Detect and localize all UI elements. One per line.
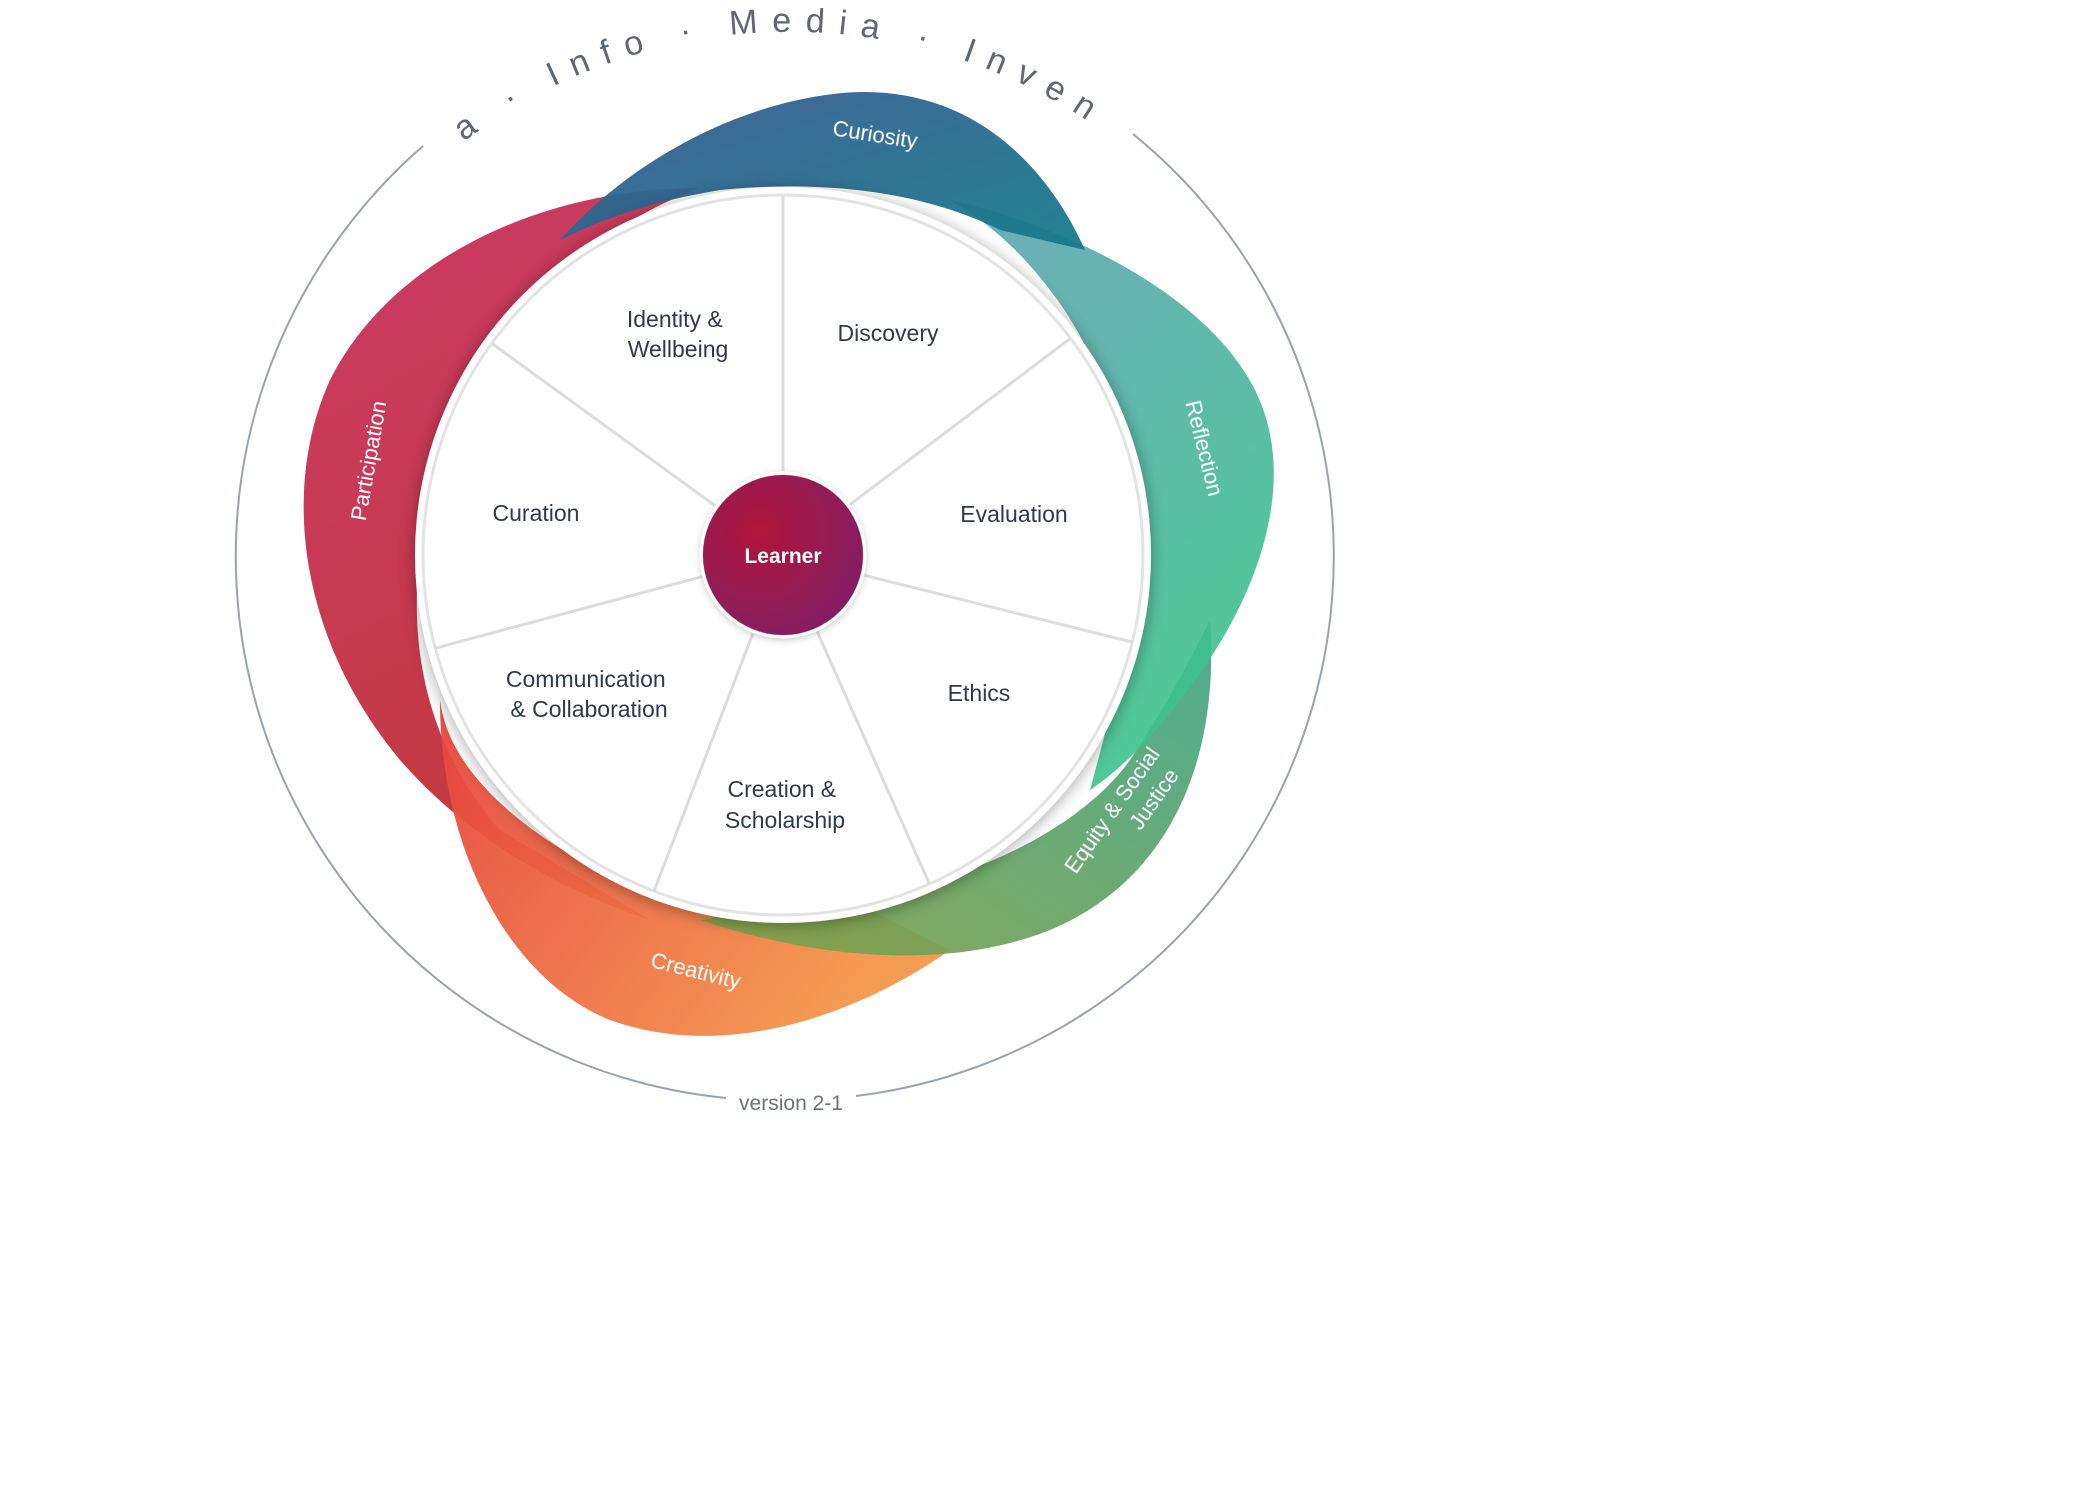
version-label: version 2-1	[739, 1092, 843, 1115]
segment-curation: Curation	[493, 500, 580, 526]
petal-participation	[303, 188, 700, 920]
learner-circle-ring	[699, 471, 867, 639]
value-petals	[303, 91, 1274, 1036]
wheel-spokes	[434, 195, 1133, 892]
segment-curation-line: Curation	[493, 500, 580, 526]
wheel-spoke-6	[434, 575, 703, 650]
outer-ring-right	[855, 133, 1335, 1097]
segment-communication-line-2: & Collaboration	[510, 696, 667, 722]
petal-curiosity	[560, 91, 1085, 250]
segment-labels: Identity & Wellbeing Discovery Evaluatio…	[493, 306, 1068, 833]
segment-ethics: Ethics	[948, 680, 1011, 706]
segment-creation-scholarship-line-1: Creation &	[727, 776, 836, 802]
learner-label: Learner	[744, 545, 821, 568]
segment-evaluation-line: Evaluation	[960, 501, 1067, 527]
segment-creation-scholarship: Creation & Scholarship	[725, 776, 845, 833]
wheel-spoke-7	[490, 342, 716, 507]
segment-identity-wellbeing-line-2: Wellbeing	[628, 336, 729, 362]
wheel-spoke-5	[652, 632, 755, 892]
petal-equity	[700, 620, 1212, 956]
segment-discovery: Discovery	[838, 320, 939, 346]
segment-communication-collaboration: Communication & Collaboration	[506, 666, 672, 722]
segment-communication-line-1: Communication	[506, 666, 666, 692]
segment-evaluation: Evaluation	[960, 501, 1067, 527]
segment-creation-scholarship-line-2: Scholarship	[725, 807, 845, 833]
wheel-spoke-4	[815, 631, 931, 885]
petal-creativity	[440, 700, 950, 1036]
learner-circle	[703, 475, 863, 635]
segment-discovery-line: Discovery	[838, 320, 939, 346]
framework-diagram: Data · Info · Media · Invention version …	[0, 0, 1335, 1115]
segment-identity-wellbeing: Identity & Wellbeing	[627, 306, 729, 362]
segment-ethics-line: Ethics	[948, 680, 1011, 706]
wheel-spoke-3	[864, 573, 1133, 644]
petal-reflection	[950, 200, 1274, 790]
outer-ring-left	[234, 145, 727, 1099]
segment-identity-wellbeing-line-1: Identity &	[627, 306, 723, 332]
wheel-spoke-2	[849, 337, 1072, 506]
